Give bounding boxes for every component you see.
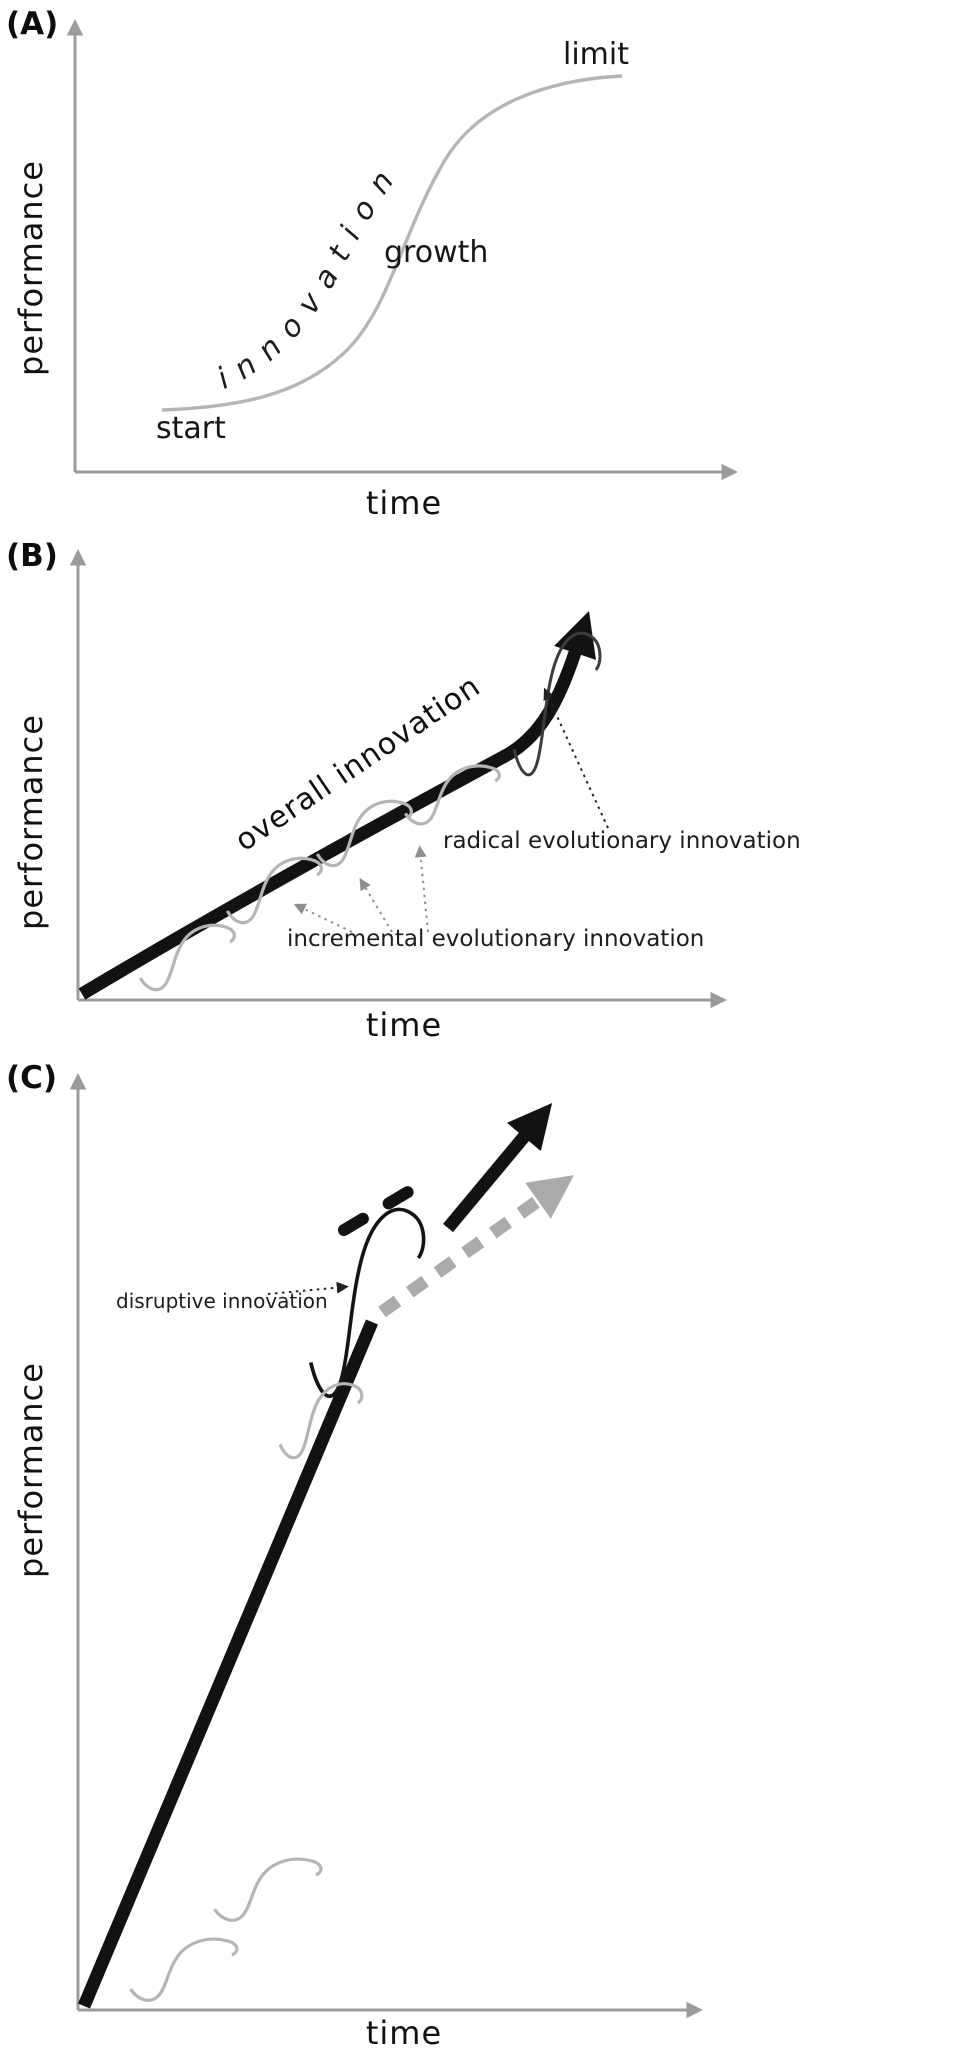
limit-label: limit: [563, 37, 629, 72]
panel-a-tag: (A): [6, 6, 58, 42]
panel-c-tag: (C): [6, 1060, 57, 1096]
radical-pointer: [543, 687, 609, 829]
disruptive-label: disruptive innovation: [116, 1289, 328, 1313]
incremental-label: incremental evolutionary innovation: [287, 926, 704, 952]
new-trajectory-dashes: [338, 1174, 434, 1236]
incremental-pointer-1: [293, 903, 353, 933]
incremental-pointer-3: [414, 845, 429, 933]
gray-s-curve-1: [131, 1939, 237, 2000]
x-axis-label: time: [366, 1006, 442, 1044]
main-trajectory-line: [78, 1319, 378, 2009]
incremental-pointer-2: [359, 877, 393, 933]
y-axis-label: performance: [12, 1362, 50, 1578]
start-label: start: [156, 411, 226, 446]
curve-text-innovation: innovation: [212, 154, 409, 396]
panel-a: (A) time performance innovation start gr…: [6, 6, 738, 522]
radical-label: radical evolutionary innovation: [443, 828, 801, 854]
overall-innovation-arrow: [78, 611, 596, 1000]
y-axis-label: performance: [12, 714, 50, 930]
new-trajectory-arrow: [443, 1103, 553, 1233]
disruptive-pointer: [267, 1281, 349, 1295]
gray-s-curve-2: [215, 1859, 321, 1920]
incremental-s-curve-4: [403, 764, 502, 826]
x-axis-label: time: [366, 484, 442, 522]
panel-b: (B) time performance overall innovation …: [6, 538, 801, 1044]
innovation-s-curve: [161, 74, 623, 412]
growth-label: growth: [384, 235, 488, 270]
panel-b-tag: (B): [6, 538, 58, 574]
y-axis-label: performance: [12, 160, 50, 376]
x-axis-label: time: [366, 2014, 442, 2048]
panel-c: (C) time performance disruptive innovati…: [6, 1060, 703, 2048]
old-trajectory-dashed-arrow: [378, 1175, 574, 1318]
